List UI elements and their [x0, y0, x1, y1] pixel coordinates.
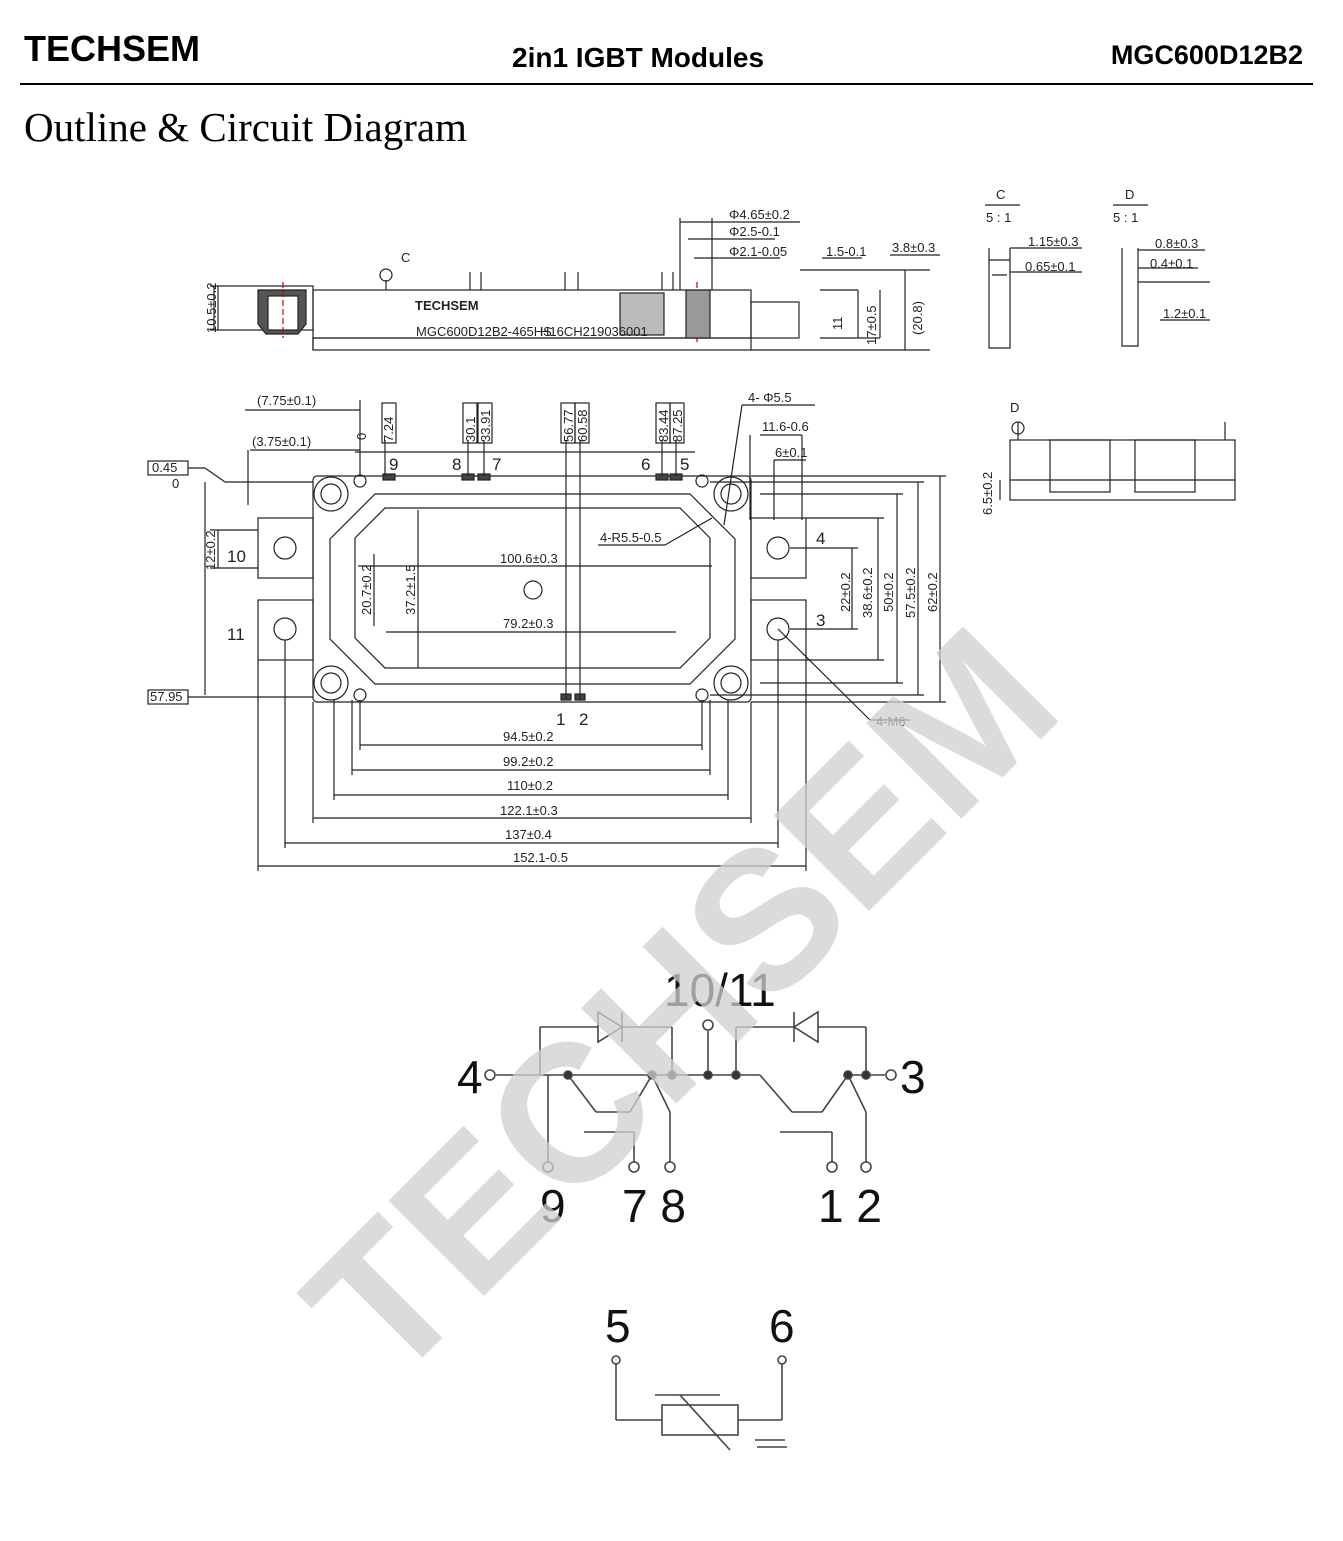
pin-label-4: 4	[816, 529, 825, 548]
dim-t4: 0	[172, 476, 179, 491]
circuit-terminal-4: 4	[457, 1051, 483, 1103]
end-view-dim: 6.5±0.2	[980, 472, 995, 515]
dim-pin-length: 1.5-0.1	[826, 244, 866, 259]
part-number: MGC600D12B2	[1110, 40, 1303, 70]
pin-label-6: 6	[641, 455, 650, 474]
dim-hole-diameter-3: Φ2.1-0.05	[729, 244, 787, 259]
thermistor-pin-5: 5	[605, 1300, 631, 1352]
circuit-common-terminal: 10/11	[664, 964, 776, 1016]
dim-t21: 12±0.2	[203, 530, 218, 570]
dim-t10: 60.58	[575, 409, 590, 442]
dim-t7: 30.1	[463, 417, 478, 442]
circuit-terminal-3: 3	[900, 1051, 926, 1103]
dim-t25: 57.5±0.2	[903, 567, 918, 618]
dim-hole-diameter-1: Φ4.65±0.2	[729, 207, 790, 222]
document-type: 2in1 IGBT Modules	[512, 42, 765, 73]
dim-t24: 50±0.2	[881, 572, 896, 612]
pin-label-9: 9	[389, 455, 398, 474]
detail-d-dim-c: 1.2±0.1	[1163, 306, 1206, 321]
pin-label-11: 11	[227, 625, 245, 644]
header-rule	[20, 83, 1313, 85]
dim-t28: 94.5±0.2	[503, 729, 554, 744]
dim-t31: 122.1±0.3	[500, 803, 558, 818]
dim-t1: (7.75±0.1)	[257, 393, 316, 408]
thermistor-circuit	[611, 1355, 787, 1451]
pin-label-2: 2	[579, 710, 588, 729]
detail-c-scale: 5 : 1	[986, 210, 1011, 225]
dim-t29: 99.2±0.2	[503, 754, 554, 769]
detail-c-label: C	[996, 187, 1005, 202]
dim-t17: 100.6±0.3	[500, 551, 558, 566]
pin-label-1: 1	[556, 710, 565, 729]
dim-t22: 22±0.2	[838, 572, 853, 612]
dim-t14: 11.6-0.6	[762, 419, 809, 434]
dim-t5: 57.95	[150, 689, 183, 704]
thermistor-pin-6: 6	[769, 1300, 795, 1352]
dim-t15: 6±0.1	[775, 445, 807, 460]
watermark: TECHSEM	[265, 587, 1097, 1419]
detail-d-dim-a: 0.8±0.3	[1155, 236, 1198, 251]
dim-t8: 33.91	[478, 409, 493, 442]
dim-t16: 4-R5.5-0.5	[600, 530, 661, 545]
dim-t34: 0	[354, 433, 369, 440]
dim-t27: 4-M6	[876, 714, 906, 729]
lot-marking: H16CH219036001	[540, 324, 648, 339]
dim-t20: 37.2±1.5	[403, 564, 418, 615]
dim-t30: 110±0.2	[507, 778, 553, 793]
end-view-label: D	[1010, 400, 1019, 415]
detail-c-dim-b: 0.65±0.1	[1025, 259, 1076, 274]
circuit-diagram	[484, 1010, 897, 1173]
dim-side-height: 10.5±0.2	[204, 282, 219, 333]
detail-c-dim-a: 1.15±0.3	[1028, 234, 1079, 249]
module-marking: TECHSEM	[415, 298, 479, 313]
pin-label-8: 8	[452, 455, 461, 474]
pin-label-3: 3	[816, 611, 825, 630]
part-marking: MGC600D12B2-465HS	[416, 324, 552, 339]
circuit-pins-7-8: 7 8	[622, 1180, 686, 1232]
side-view	[210, 218, 940, 351]
brand-name: TECHSEM	[24, 28, 201, 69]
pin-label-10: 10	[227, 547, 246, 566]
dim-t23: 38.6±0.2	[860, 567, 875, 618]
dim-t11: 83.44	[656, 409, 671, 442]
detail-d-view	[1113, 204, 1210, 347]
circuit-pins-1-2: 1 2	[818, 1180, 882, 1232]
detail-d-scale: 5 : 1	[1113, 210, 1138, 225]
end-view	[999, 422, 1236, 501]
dim-t12: 87.25	[670, 409, 685, 442]
circuit-pin-9: 9	[540, 1180, 566, 1232]
dim-t19: 20.7±0.2	[359, 564, 374, 615]
detail-c-view	[985, 204, 1082, 349]
dim-t33: 152.1-0.5	[513, 850, 568, 865]
pin-label-7: 7	[492, 455, 501, 474]
dim-base-height: 11	[830, 317, 845, 331]
dim-pin-offset: 3.8±0.3	[892, 240, 935, 255]
top-view	[147, 400, 1025, 871]
detail-d-dim-b: 0.4±0.1	[1150, 256, 1193, 271]
dim-t13: 4- Φ5.5	[748, 390, 792, 405]
dim-t18: 79.2±0.3	[503, 616, 554, 631]
dim-t3: 0.45	[152, 460, 177, 475]
dim-t6: 7.24	[381, 417, 396, 442]
dim-t2: (3.75±0.1)	[252, 434, 311, 449]
dim-hole-diameter-2: Φ2.5-0.1	[729, 224, 780, 239]
dim-t9: 56.77	[561, 409, 576, 442]
pin-label-5: 5	[680, 455, 689, 474]
dim-total-height: (20.8)	[910, 301, 925, 335]
dim-t26: 62±0.2	[925, 572, 940, 612]
dim-body-height: 17±0.5	[864, 305, 879, 345]
detail-d-label: D	[1125, 187, 1134, 202]
section-title: Outline & Circuit Diagram	[24, 104, 467, 150]
dim-t32: 137±0.4	[505, 827, 552, 842]
detail-c-ref: C	[401, 250, 410, 265]
